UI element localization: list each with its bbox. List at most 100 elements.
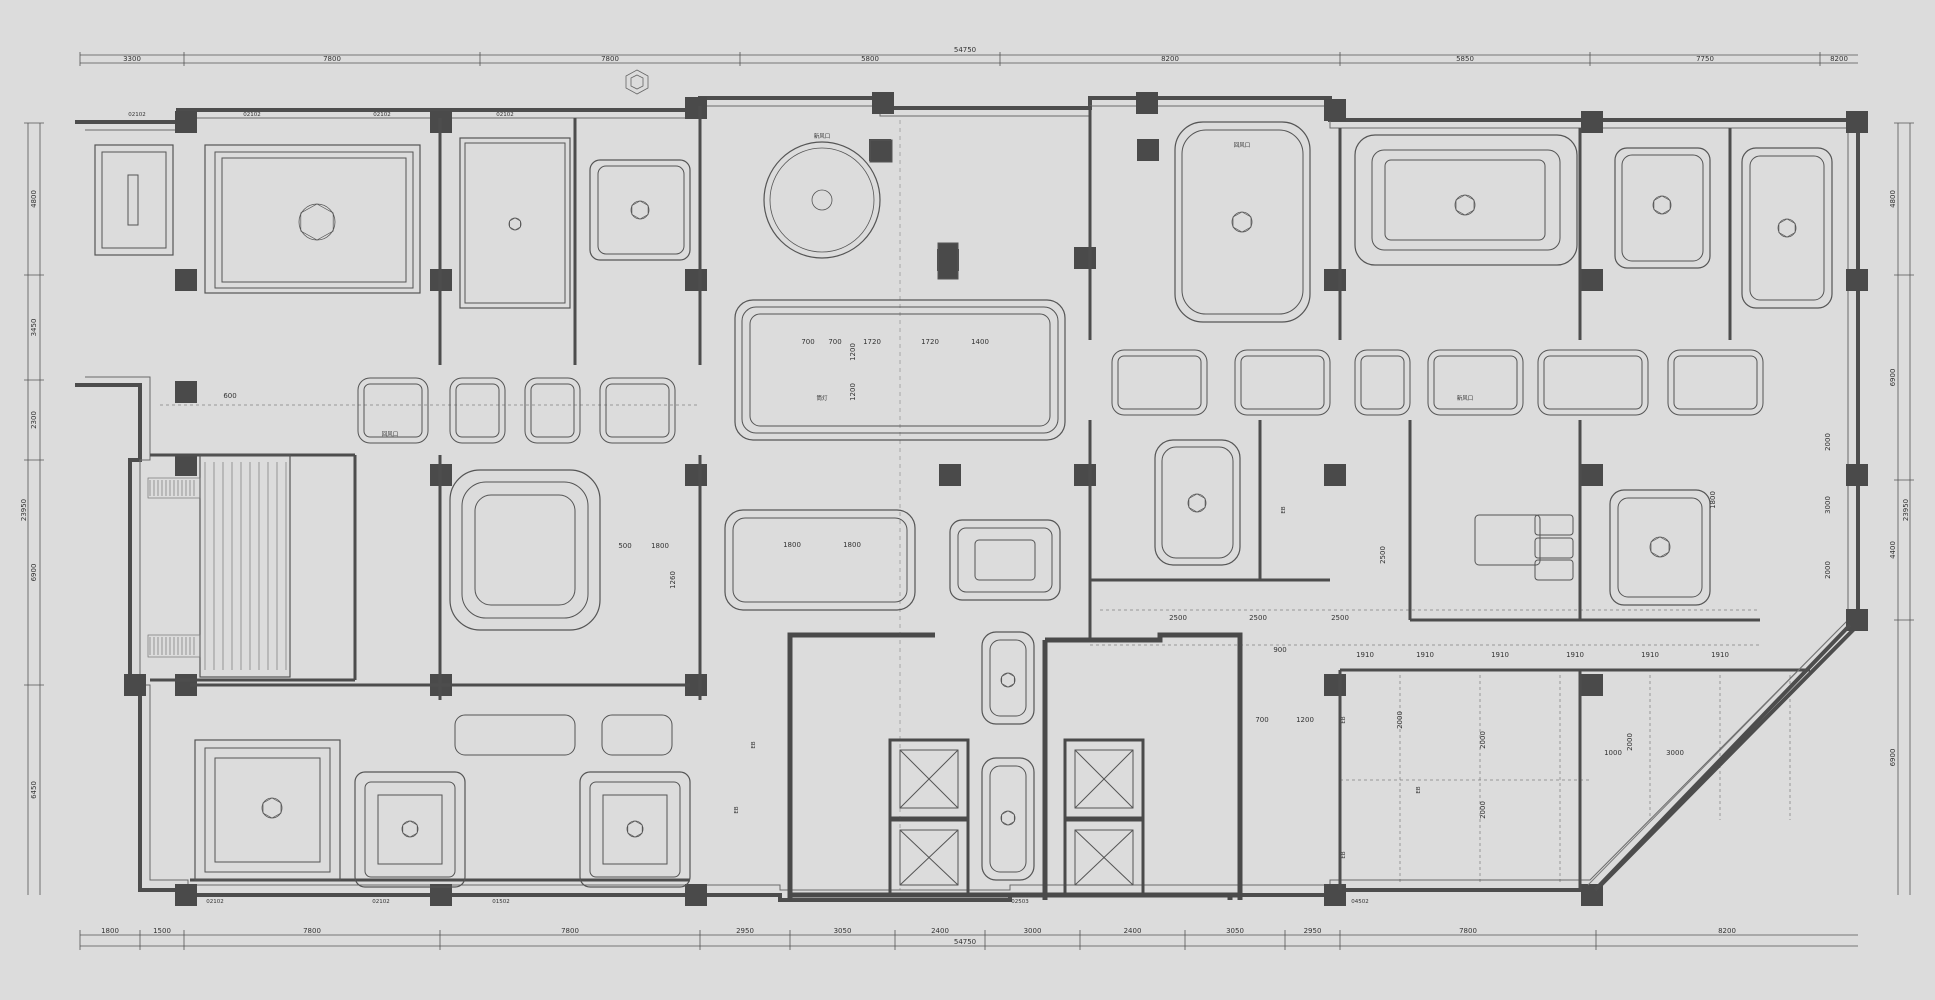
left-total-dimension: 23950 bbox=[20, 499, 28, 521]
interior-dimension-label: 1000 bbox=[1604, 749, 1622, 757]
top-dimension-label: 3300 bbox=[123, 55, 141, 63]
interior-dimension-label: 2000 bbox=[1479, 801, 1487, 819]
rosette-hexagon bbox=[1001, 672, 1015, 688]
left-dimension-label: 2300 bbox=[30, 411, 38, 429]
ceiling-panel bbox=[221, 157, 407, 283]
ceiling-panel bbox=[357, 377, 429, 444]
ceiling-panel bbox=[524, 377, 581, 444]
interior-dimension-label: 2500 bbox=[1331, 614, 1349, 622]
structural-column bbox=[1581, 269, 1603, 291]
ceiling-panel bbox=[579, 771, 691, 888]
structural-column bbox=[1324, 99, 1346, 121]
structural-column bbox=[1324, 464, 1346, 486]
ceiling-panel bbox=[989, 639, 1027, 717]
bottom-dimension-label: 7800 bbox=[561, 927, 579, 935]
column-marker bbox=[937, 242, 959, 280]
bottom-dimension-label: 2950 bbox=[736, 927, 754, 935]
interior-dimension-label: 2500 bbox=[1169, 614, 1187, 622]
vertical-label: EB bbox=[1416, 786, 1422, 793]
ceiling-panel bbox=[459, 137, 571, 309]
interior-dimension-label: 1910 bbox=[1566, 651, 1584, 659]
ceiling-note: 新风口 bbox=[814, 132, 831, 140]
ceiling-panel bbox=[599, 377, 676, 444]
structural-column bbox=[1846, 464, 1868, 486]
bottom-dimension-label: 2950 bbox=[1304, 927, 1322, 935]
ceiling-panel bbox=[1621, 154, 1704, 262]
ceiling-note: 回风口 bbox=[1234, 142, 1251, 149]
vertical-label: EB bbox=[1341, 716, 1347, 723]
ceiling-panel bbox=[1161, 446, 1234, 559]
ceiling-panels bbox=[94, 120, 1833, 890]
structural-column bbox=[1324, 884, 1346, 906]
structural-column bbox=[1846, 609, 1868, 631]
ceiling-panel bbox=[1354, 134, 1578, 266]
ceiling-note: 筒灯 bbox=[816, 394, 828, 402]
rosette-hexagon bbox=[1232, 211, 1252, 233]
interior-dimension-label: 2000 bbox=[1479, 731, 1487, 749]
interior-dimension-label: 1720 bbox=[921, 338, 939, 346]
interior-dimension-label: 2000 bbox=[1824, 561, 1832, 579]
ceiling-panel bbox=[989, 765, 1027, 873]
rosette-hexagon bbox=[1650, 536, 1670, 558]
top-dimension-label: 7800 bbox=[601, 55, 619, 63]
ceiling-panel bbox=[1534, 514, 1574, 536]
rosette-hexagon bbox=[631, 200, 649, 220]
rosette-hexagon bbox=[1455, 194, 1475, 216]
ceiling-panel bbox=[455, 383, 500, 438]
right-total-dimension: 23950 bbox=[1902, 499, 1910, 521]
ceiling-panel bbox=[1474, 514, 1541, 566]
top-total-dimension: 54750 bbox=[954, 46, 976, 54]
ceiling-panel bbox=[605, 383, 670, 438]
interior-dimension-label: 1910 bbox=[1416, 651, 1434, 659]
left-dimension-label: 6450 bbox=[30, 781, 38, 799]
structural-column bbox=[685, 97, 707, 119]
ceiling-panel bbox=[194, 739, 341, 881]
interior-dimension-label: 1720 bbox=[863, 338, 881, 346]
ceiling-note: 新风口 bbox=[1457, 394, 1474, 402]
rosette-hexagon bbox=[1778, 218, 1796, 238]
ceiling-panel bbox=[602, 794, 668, 865]
interior-dimension-label: 1400 bbox=[971, 338, 989, 346]
interior-dimension-label: 1260 bbox=[669, 571, 677, 589]
interior-dimension-label: 3000 bbox=[1824, 496, 1832, 514]
bottom-total-dimension: 54750 bbox=[954, 938, 976, 946]
interior-dimension-label: 700 bbox=[1255, 716, 1268, 724]
structural-column bbox=[1074, 464, 1096, 486]
roof-symbol bbox=[625, 69, 649, 95]
interior-dimension-label: 1200 bbox=[849, 343, 857, 361]
bottom-dimension-label: 1500 bbox=[153, 927, 171, 935]
left-dimension-label: 3450 bbox=[30, 319, 38, 337]
rosette-hexagon bbox=[300, 203, 334, 241]
interior-dimension-label: 1910 bbox=[1491, 651, 1509, 659]
ceiling-panel bbox=[957, 527, 1053, 593]
top-dimension-label: 7800 bbox=[323, 55, 341, 63]
ceiling-panel bbox=[1614, 147, 1711, 269]
interior-dimension-label: 3000 bbox=[1666, 749, 1684, 757]
elevator-shafts bbox=[888, 738, 1145, 897]
structural-column bbox=[175, 111, 197, 133]
structural-column bbox=[1074, 247, 1096, 269]
ceiling-panel bbox=[981, 757, 1035, 881]
column-marker bbox=[869, 139, 893, 163]
core-walls bbox=[787, 632, 1243, 900]
ceiling-notes: 新风口回风口筒灯新风口回风口 bbox=[382, 132, 1474, 438]
structural-column bbox=[175, 381, 197, 403]
interior-dimension-label: 1800 bbox=[783, 541, 801, 549]
bottom-dimension-label: 2400 bbox=[1124, 927, 1142, 935]
left-dimension-label: 6900 bbox=[30, 564, 38, 582]
ceiling-panel bbox=[1543, 355, 1643, 410]
top-dimension-label: 5850 bbox=[1456, 55, 1474, 63]
elevator-cars bbox=[899, 749, 1134, 886]
structural-column bbox=[1581, 674, 1603, 696]
round-ceiling-feature-inner bbox=[769, 147, 875, 253]
diagonal-wall-inner bbox=[1587, 629, 1839, 886]
right-dimension-label: 4800 bbox=[1889, 190, 1897, 208]
structural-column bbox=[175, 269, 197, 291]
exterior-wall-inner bbox=[85, 105, 1849, 891]
ceiling-panel bbox=[204, 144, 421, 294]
